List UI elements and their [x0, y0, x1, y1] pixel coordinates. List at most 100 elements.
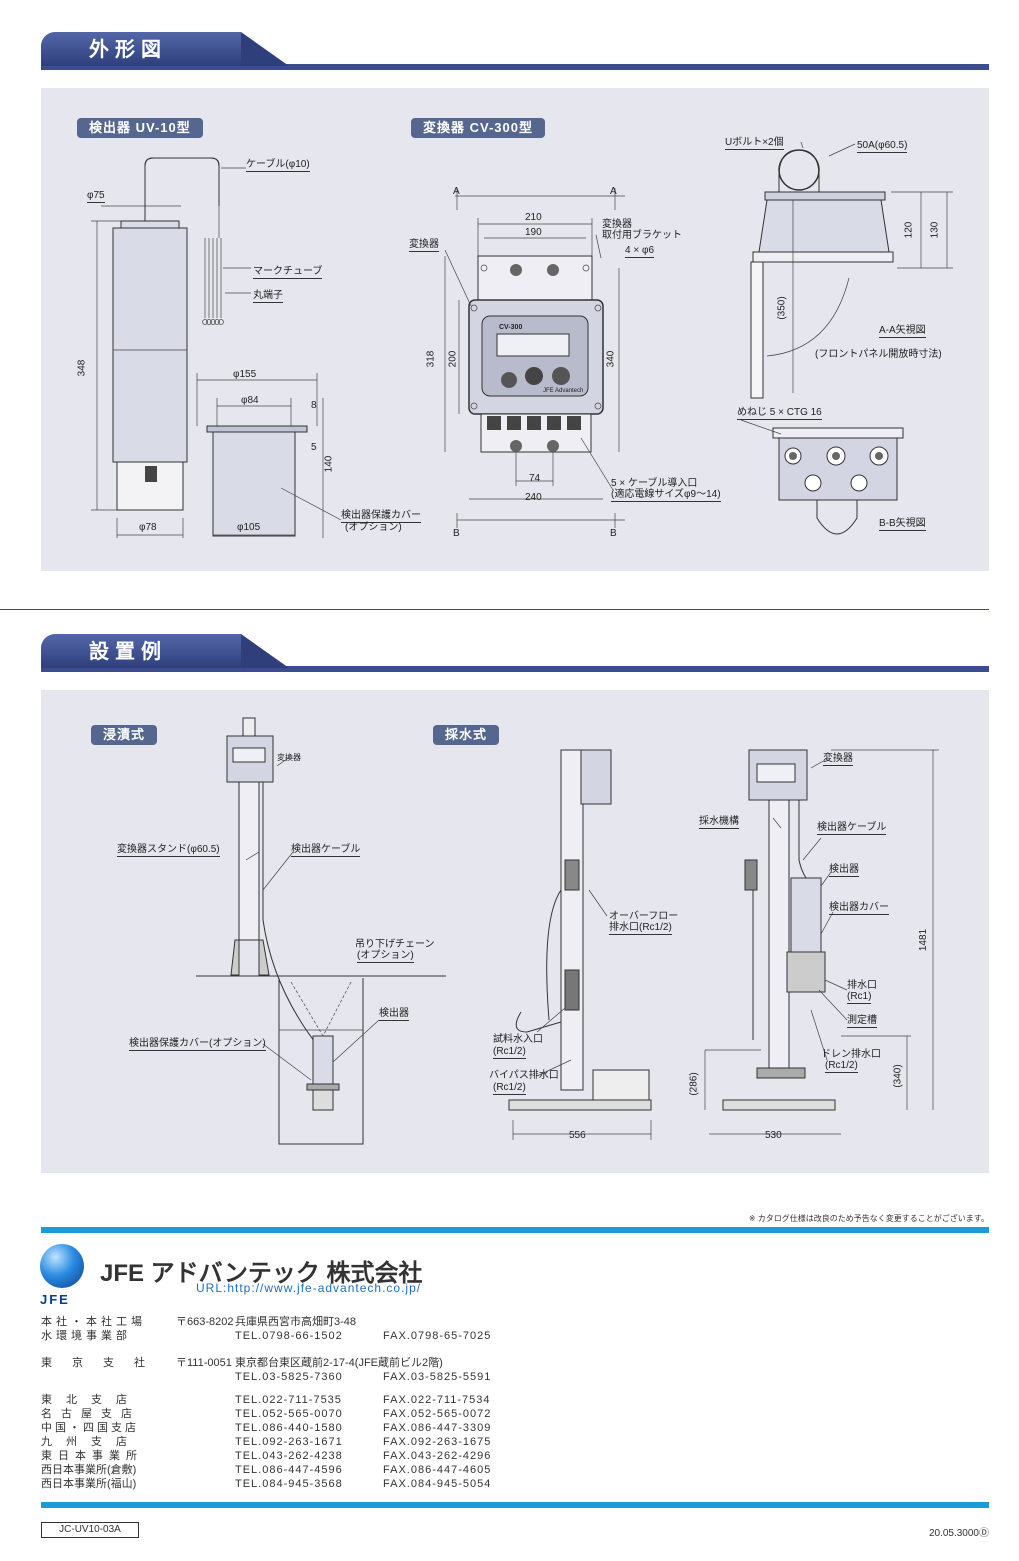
- label-bracket-2: 取付用ブラケット: [602, 230, 682, 241]
- office-tel: TEL.03-5825-7360: [235, 1371, 343, 1383]
- side-view-aa-drawing: [750, 141, 953, 399]
- list-item: 東日本事業所 TEL.043-262-4238 FAX.043-262-4296: [41, 1449, 561, 1463]
- branch-fax: FAX.043-262-4296: [383, 1450, 492, 1462]
- label-dim-340: 340: [605, 350, 617, 368]
- label-smp-det-cable: 検出器ケーブル: [817, 822, 887, 835]
- label-dim-1481: 1481: [918, 928, 930, 952]
- label-cover-2: (オプション): [345, 522, 402, 533]
- label-sample-in-2: (Rc1/2): [493, 1046, 526, 1059]
- label-phi155: φ155: [233, 369, 257, 380]
- company-url[interactable]: URL:http://www.jfe-advantech.co.jp/: [196, 1281, 422, 1295]
- outline-drawing: [91, 141, 953, 538]
- doc-code: JC-UV10-03A: [41, 1522, 139, 1538]
- label-drain-out-1: ドレン排水口: [821, 1049, 881, 1060]
- label-dim-240: 240: [525, 492, 542, 503]
- office-zip: 〒663-8202: [176, 1316, 234, 1328]
- branch-name: 西日本事業所(福山): [41, 1478, 137, 1490]
- section-divider: [0, 609, 989, 610]
- label-imm-chain-1: 吊り下げチェーン: [355, 939, 435, 950]
- label-dim-348: 348: [76, 359, 88, 377]
- list-item: 東北支店 TEL.022-711-7535 FAX.022-711-7534: [41, 1393, 561, 1407]
- branch-tel: TEL.086-447-4596: [235, 1464, 343, 1476]
- label-bypass-2: (Rc1/2): [493, 1082, 526, 1095]
- office-fax: FAX.03-5825-5591: [383, 1371, 492, 1383]
- label-drain-out-2: (Rc1/2): [825, 1060, 858, 1073]
- label-cover-1: 検出器保護カバー: [341, 510, 421, 523]
- section-header-outline: 外形図: [41, 30, 989, 70]
- branch-name: 九州支店: [41, 1436, 141, 1448]
- panel-brand: JFE Advantech: [543, 388, 584, 394]
- label-dim-190: 190: [525, 227, 542, 238]
- sampling-pill: 採水式: [433, 725, 500, 745]
- label-dim-340b: (340): [892, 1064, 904, 1088]
- office-name: 本社・本社工場: [41, 1316, 146, 1328]
- install-panel: 浸漬式 採水式: [41, 690, 989, 1173]
- label-imm-detector: 検出器: [379, 1008, 409, 1021]
- section-title-install: 設置例: [89, 641, 167, 663]
- company-name: JFE アドバンテック 株式会社: [100, 1260, 423, 1287]
- label-bypass-1: バイパス排水口: [489, 1070, 559, 1081]
- label-smp-detector: 検出器: [829, 864, 859, 877]
- converter-front-drawing: [444, 188, 625, 528]
- label-aa-view: A-A矢視図: [879, 325, 926, 338]
- label-phi78: φ78: [139, 522, 157, 533]
- label-dim-530: 530: [765, 1130, 782, 1141]
- label-dim-120: 120: [903, 221, 915, 239]
- label-phi105: φ105: [237, 522, 261, 533]
- office-address: 東京都台東区蔵前2-17-4(JFE蔵前ビル2階): [235, 1357, 443, 1369]
- logo-text: JFE: [40, 1292, 70, 1307]
- label-ubolt: Uボルト×2個: [725, 137, 784, 150]
- branch-tel: TEL.043-262-4238: [235, 1450, 343, 1462]
- label-dim-286: (286): [688, 1072, 700, 1096]
- label-overflow-2: 排水口(Rc1/2): [609, 922, 672, 935]
- office-fax: FAX.0798-65-7025: [383, 1330, 492, 1342]
- install-drawing: [196, 717, 939, 1145]
- label-smp-converter: 変換器: [823, 753, 853, 766]
- label-imm-cable: 検出器ケーブル: [291, 844, 361, 857]
- panel-model: CV-300: [499, 324, 523, 331]
- label-smp-det-cover: 検出器カバー: [829, 902, 889, 915]
- sampling-front-drawing: [704, 749, 939, 1135]
- label-phi84: φ84: [241, 395, 259, 406]
- label-dim-350: (350): [776, 296, 788, 320]
- branch-tel: TEL.092-263-1671: [235, 1436, 343, 1448]
- office-tokyo: 東京支社 〒111-0051 東京都台東区蔵前2-17-4(JFE蔵前ビル2階)…: [41, 1356, 561, 1386]
- label-dim-140: 140: [323, 455, 335, 473]
- list-item: 西日本事業所(倉敷) TEL.086-447-4596 FAX.086-447-…: [41, 1463, 561, 1477]
- label-cable-entry-2: (適応電線サイズφ9～14): [611, 489, 721, 502]
- label-pipe: 50A(φ60.5): [857, 140, 908, 153]
- label-bb-view: B-B矢視図: [879, 518, 926, 531]
- label-tank: 測定槽: [847, 1015, 877, 1028]
- label-imm-converter: 変換器: [277, 753, 301, 762]
- branch-name: 東日本事業所: [41, 1450, 143, 1462]
- list-item: 西日本事業所(福山) TEL.084-945-3568 FAX.084-945-…: [41, 1477, 561, 1491]
- branch-name: 東北支店: [41, 1394, 141, 1406]
- label-front-open: (フロントパネル開放時寸法): [815, 349, 942, 360]
- list-item: 九州支店 TEL.092-263-1671 FAX.092-263-1675: [41, 1435, 561, 1449]
- branch-fax: FAX.086-447-3309: [383, 1422, 492, 1434]
- label-b-right: B: [610, 528, 617, 539]
- label-phi75: φ75: [87, 190, 105, 203]
- converter-pill: 変換器 CV-300型: [411, 118, 545, 138]
- office-name: 東京支社: [41, 1357, 165, 1369]
- branch-list: 東北支店 TEL.022-711-7535 FAX.022-711-7534 名…: [41, 1393, 561, 1493]
- detector-drawing: [91, 157, 251, 538]
- label-bracket-1: 変換器: [602, 219, 632, 230]
- label-dim-318: 318: [425, 350, 437, 368]
- label-a-right: A: [610, 186, 617, 197]
- jfe-logo-icon: [40, 1244, 84, 1288]
- label-drain-2: (Rc1): [847, 991, 872, 1004]
- sampling-side-drawing: [508, 749, 652, 1140]
- label-round-terminal: 丸端子: [253, 290, 283, 303]
- branch-tel: TEL.086-440-1580: [235, 1422, 343, 1434]
- label-drain-1: 排水口: [847, 980, 877, 991]
- list-item: 中国・四国支店 TEL.086-440-1580 FAX.086-447-330…: [41, 1421, 561, 1435]
- label-imm-stand: 変換器スタンド(φ60.5): [117, 844, 220, 857]
- label-overflow-1: オーバーフロー: [609, 911, 679, 922]
- list-item: 名古屋支店 TEL.052-565-0070 FAX.052-565-0072: [41, 1407, 561, 1421]
- label-dim-74: 74: [529, 473, 541, 484]
- label-cable-entry-1: 5 × ケーブル導入口: [611, 478, 698, 489]
- office-tel: TEL.0798-66-1502: [235, 1330, 343, 1342]
- branch-name: 中国・四国支店: [41, 1422, 139, 1434]
- branch-name: 西日本事業所(倉敷): [41, 1464, 137, 1476]
